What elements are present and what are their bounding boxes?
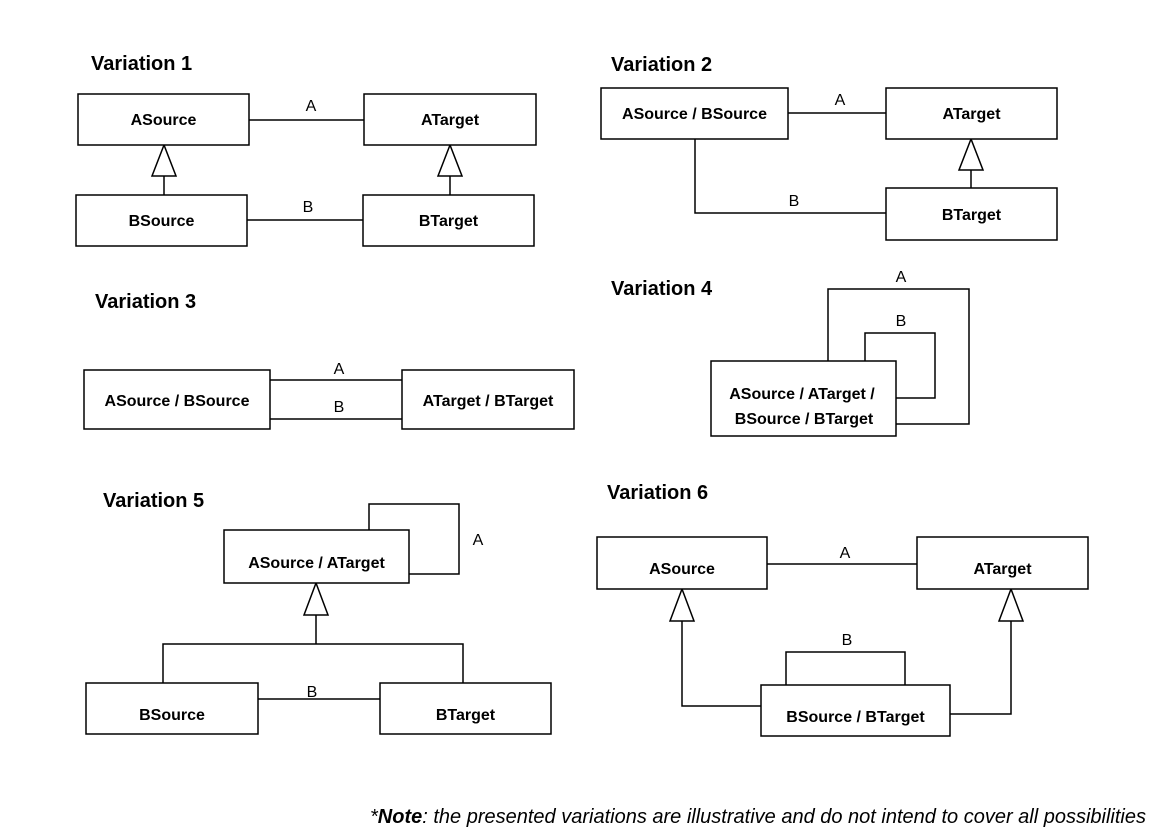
class-box-label: ASource / BSource [622,106,767,123]
class-box-label-line-2: BSource / BTarget [735,411,874,428]
self-association-a-label: A [473,532,484,549]
class-box-label: BSource [139,707,205,724]
variation-2: Variation 2 A B ASource / BSource ATarge… [600,54,1058,241]
footnote-prefix: * [370,806,378,828]
association-a-label: A [840,545,851,562]
self-association-b-line [785,651,906,685]
class-box-btarget [379,682,552,735]
class-box-label: ASource / BSource [105,393,250,410]
inheritance-arrow [436,142,464,177]
class-box-label: ATarget / BTarget [423,393,554,410]
class-box-label: ATarget [421,112,480,129]
class-box-label: BSource [129,213,195,230]
class-box-asource [77,93,250,146]
association-b-label: B [334,399,345,416]
class-box-label: ASource [649,561,715,578]
class-box-label: BSource / BTarget [786,709,925,726]
inheritance-arrow [957,136,985,171]
variation-5-title: Variation 5 [103,490,204,512]
class-box-label: ASource / ATarget [248,555,385,572]
class-box-label-line-1: ASource / ATarget / [729,386,875,403]
association-b-label: B [307,684,318,701]
self-association-a-line [368,503,460,575]
footnote-text: : the presented variations are illustrat… [422,806,1146,828]
class-box-label: ATarget [942,106,1001,123]
class-box-asource-bsource [600,87,789,140]
class-box-atarget-btarget [401,369,575,430]
class-box-atarget [363,93,537,146]
class-box-asource-bsource [83,369,271,430]
class-box-label: BTarget [436,707,496,724]
association-a-label: A [306,98,317,115]
class-box-bsource [85,682,259,735]
association-a-label: A [334,361,345,378]
inheritance-arrow [668,586,696,622]
class-box-label: ASource [131,112,197,129]
class-box-asource [596,536,768,590]
inheritance-line [950,621,1012,715]
variation-1-title: Variation 1 [91,53,192,75]
class-box-all-roles [710,360,897,437]
self-association-b-label: B [842,632,853,649]
inheritance-branch-line [162,643,464,683]
self-association-b-label: B [896,313,907,330]
class-box-bsource-btarget [760,684,951,737]
variation-3: Variation 3 A B ASource / BSource ATarge… [83,291,575,430]
self-association-b-line [864,332,936,399]
variation-1: Variation 1 A B ASource ATarget BSource … [75,53,537,247]
class-box-label: ATarget [973,561,1032,578]
association-b-line [694,139,886,214]
class-box-atarget [916,536,1089,590]
class-box-label: BTarget [419,213,479,230]
inheritance-line [681,621,761,707]
footnote-emphasis: Note [377,806,423,828]
class-box-bsource [75,194,248,247]
variation-4-title: Variation 4 [611,278,713,300]
association-b-label: B [303,199,314,216]
class-box-btarget [885,187,1058,241]
variation-3-title: Variation 3 [95,291,196,313]
association-b-label: B [789,193,800,210]
inheritance-arrow [997,586,1025,622]
self-association-a-line [827,288,970,425]
footnote: *Note: the presented variations are illu… [0,806,1146,829]
variation-4: Variation 4 A B ASource / ATarget / BSou… [611,269,970,437]
class-box-asource-atarget [223,529,410,584]
class-box-atarget [885,87,1058,140]
variation-2-title: Variation 2 [611,54,712,76]
class-box-btarget [362,194,535,247]
inheritance-arrow [302,580,330,616]
variation-6-title: Variation 6 [607,482,708,504]
association-a-label: A [835,92,846,109]
inheritance-arrow [150,142,178,177]
class-box-label: BTarget [942,207,1002,224]
variation-6: Variation 6 A B ASource ATarget BSource … [596,482,1089,737]
variation-5: Variation 5 A B ASource / ATarget BSourc… [85,490,552,735]
self-association-a-label: A [896,269,907,286]
